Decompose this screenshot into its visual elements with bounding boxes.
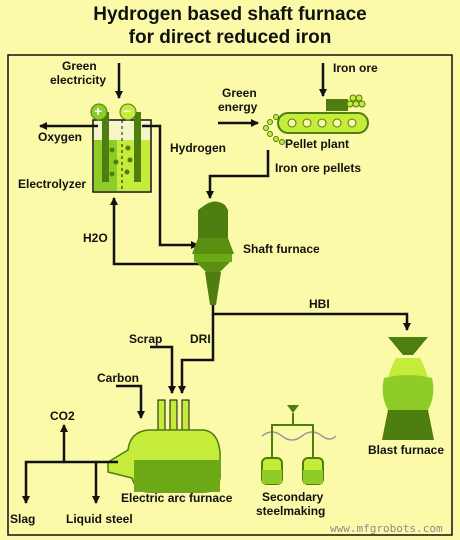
label-iron-ore-pellets: Iron ore pellets [275,161,362,175]
outer-frame [7,54,453,536]
label-hbi: HBI [309,297,330,311]
label-green-energy-1: Green [222,86,257,100]
arrow-h2o [110,197,200,266]
label-iron-ore: Iron ore [333,61,378,75]
label-blast-furnace: Blast furnace [368,443,445,457]
watermark: www.mfgrobots.com [330,522,443,535]
blast-furnace [382,337,434,440]
title-line-2: for direct reduced iron [128,27,332,48]
label-dri: DRI [190,332,211,346]
arrow-hydrogen [142,124,199,249]
label-pellet-plant: Pellet plant [285,137,350,151]
electrolyzer [90,103,152,193]
label-green-electricity-2: electricity [50,73,107,87]
secondary-steelmaking [261,405,337,485]
label-oxygen: Oxygen [38,130,83,144]
arrow-dri [178,314,215,394]
label-green-electricity-1: Green [62,59,97,73]
arrow-hbi [211,305,411,331]
plus-sign: + [94,103,103,119]
label-h2o: H2O [83,231,108,245]
label-hydrogen: Hydrogen [170,141,227,155]
label-scrap: Scrap [129,332,163,346]
label-secondary-2: steelmaking [256,504,326,518]
label-liquid-steel: Liquid steel [66,512,133,526]
shaft-furnace [192,201,234,305]
arrow-co2 [60,424,118,464]
arrow-slag [22,460,64,504]
label-shaft-furnace: Shaft furnace [243,242,320,256]
label-co2: CO2 [50,409,75,423]
minus-sign: − [123,103,132,119]
arrow-iron-ore-pellets [206,150,270,199]
label-green-energy-2: energy [218,100,258,114]
pellet-plant [263,94,369,145]
arrow-scrap [150,345,176,394]
label-carbon: Carbon [97,371,139,385]
label-electric-arc-furnace: Electric arc furnace [121,491,233,505]
label-secondary-1: Secondary [262,490,324,504]
label-slag: Slag [10,512,36,526]
label-electrolyzer: Electrolyzer [18,177,87,191]
electric-arc-furnace [107,399,221,493]
title-line-1: Hydrogen based shaft furnace [93,4,367,25]
arrow-carbon [116,384,145,419]
